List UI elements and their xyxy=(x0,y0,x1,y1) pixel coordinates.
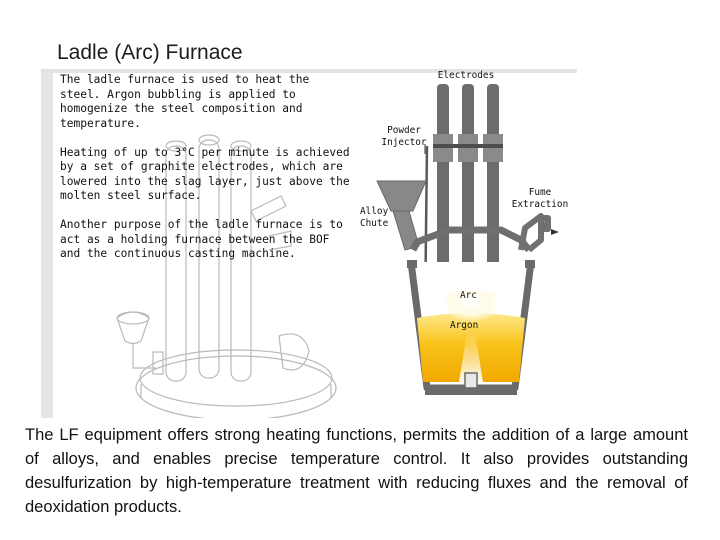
label-electrodes: Electrodes xyxy=(437,70,495,81)
title-divider xyxy=(41,69,577,73)
fume-extraction-duct xyxy=(518,213,551,253)
argon-plug xyxy=(464,372,478,389)
sketch-electrode-cap-2 xyxy=(198,134,220,146)
argon-plume xyxy=(459,332,483,382)
electrode-1 xyxy=(437,84,449,284)
sketch-hopper xyxy=(116,311,150,345)
panel-side-strip xyxy=(41,73,53,418)
sketch-base-sides xyxy=(140,384,332,398)
electrode-2 xyxy=(462,84,474,284)
arc-hot-zone xyxy=(445,291,497,326)
ladle-furnace-panel: Ladle (Arc) Furnace The ladle furnace is… xyxy=(41,36,577,418)
label-arc: Arc xyxy=(460,290,477,301)
panel-title: Ladle (Arc) Furnace xyxy=(57,41,243,64)
label-alloy-chute: Alloy Chute xyxy=(360,206,389,229)
sketch-electrode-cap-1 xyxy=(165,140,187,152)
sketch-hopper-rim xyxy=(116,311,150,325)
electrode-3 xyxy=(487,84,499,284)
alloy-chute-tube xyxy=(392,210,420,251)
ladle-lip-left xyxy=(407,260,417,268)
sketch-base-ring xyxy=(135,355,337,418)
paragraph-electrodes: Heating of up to 3°C per minute is achie… xyxy=(60,145,350,203)
sketch-chute-pipe xyxy=(132,344,156,369)
label-argon: Argon xyxy=(450,320,479,331)
sketch-electrode-cap-3 xyxy=(230,140,252,152)
paragraph-heating: The ladle furnace is used to heat the st… xyxy=(60,73,310,130)
fume-duct-outlet xyxy=(538,215,551,232)
paragraph-holding-furnace: Another purpose of the ladle furnace is … xyxy=(60,218,343,260)
ladle-station-sketch xyxy=(116,134,337,418)
sketch-post xyxy=(152,351,164,375)
ladle-lip-right xyxy=(525,260,535,268)
alloy-chute xyxy=(376,180,427,251)
label-powder-injector: Powder Injector xyxy=(381,125,427,148)
sketch-electrode-2 xyxy=(198,139,220,379)
sketch-arm-2 xyxy=(268,230,292,251)
ladle-bottom xyxy=(425,388,517,395)
panel-description: The ladle furnace is used to heat the st… xyxy=(60,73,350,276)
sketch-arm xyxy=(250,195,287,222)
ladle-vessel xyxy=(407,260,535,395)
fume-duct-riser xyxy=(518,213,544,253)
sketch-fume-hood xyxy=(278,333,310,371)
sketch-electrode-3 xyxy=(230,145,252,382)
slide-caption: The LF equipment offers strong heating f… xyxy=(25,426,688,516)
electrode-holder-bar xyxy=(433,144,503,148)
fume-arrow-icon xyxy=(551,229,559,235)
sketch-electrode-1 xyxy=(165,145,187,382)
alloy-chute-funnel xyxy=(376,180,427,212)
sketch-base-ring-inner xyxy=(139,349,333,407)
label-fume-extraction: Fume Extraction xyxy=(511,187,569,210)
ladle-furnace-illustration xyxy=(116,84,559,418)
electrodes xyxy=(433,84,503,284)
